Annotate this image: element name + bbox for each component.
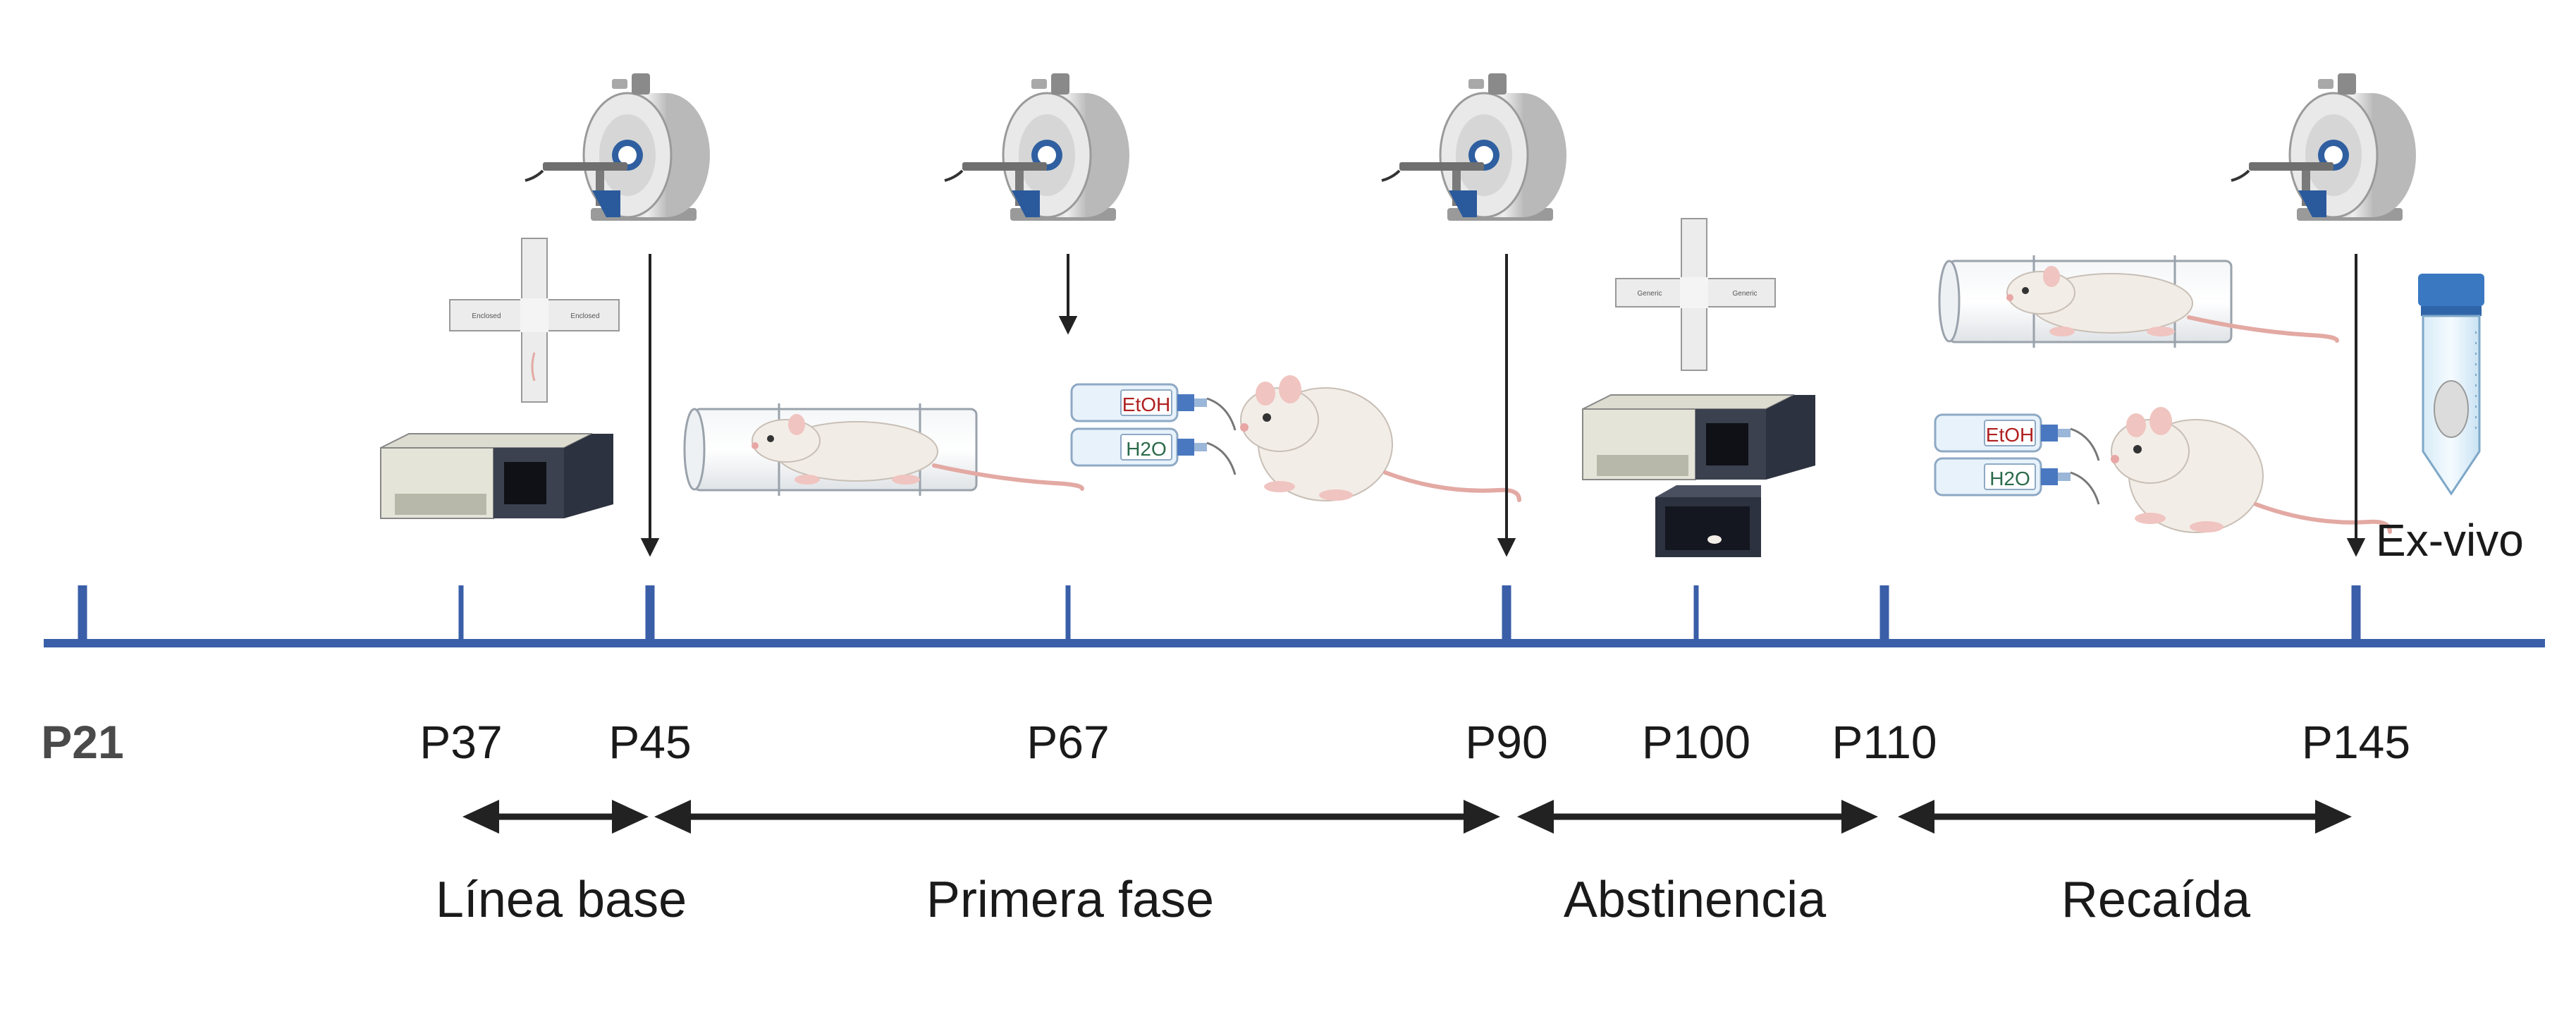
timepoint-label: P90 <box>1465 716 1547 768</box>
phase-label: Primera fase <box>926 872 1214 928</box>
down-arrow-head <box>1058 316 1078 335</box>
ethanol-bottle-label: EtOH <box>1986 424 2034 446</box>
timeline-axis <box>44 585 2545 647</box>
timepoint-label: P145 <box>2302 716 2410 768</box>
timepoint-label: P45 <box>608 716 691 768</box>
timepoint-label: P100 <box>1642 716 1750 768</box>
timepoint-label: P110 <box>1832 716 1937 768</box>
phase-arrow <box>462 800 649 834</box>
phase-arrow <box>1517 800 1878 834</box>
rat-icon <box>2111 407 2390 532</box>
down-arrow-head <box>1497 538 1516 557</box>
light-dark-box-icon <box>1582 394 1816 480</box>
restrained-rat-tube-icon <box>1939 255 2337 348</box>
mri-scanner-icon <box>1380 72 1568 222</box>
vertical-arrows <box>640 254 2366 557</box>
illustrations: Enclosed Enclosed EtOH H2O Generic Gener… <box>380 72 2484 557</box>
phase-label: Recaída <box>2061 872 2251 928</box>
phase-arrows: Línea base Primera fase Abstinencia Recaída <box>436 800 2352 928</box>
maze-arm-label: Enclosed <box>570 312 599 320</box>
mri-scanner-icon <box>943 72 1131 222</box>
elevated-plus-maze-icon: Generic Generic <box>1615 218 1776 371</box>
rat-icon <box>1240 375 1519 501</box>
water-bottle-label: H2O <box>1126 438 1167 460</box>
maze-arm-label: Enclosed <box>472 312 501 320</box>
light-dark-box-icon <box>380 433 614 519</box>
phase-label: Abstinencia <box>1564 872 1827 928</box>
falcon-tube-icon <box>2418 274 2484 496</box>
mri-scanner-icon <box>2230 72 2417 222</box>
phase-arrow <box>1898 800 2352 834</box>
timepoint-labels: P21 P37 P45 P67 P90 P100 P110 P145 <box>41 716 2410 768</box>
phase-arrow <box>654 800 1500 834</box>
ex-vivo-label: Ex-vivo <box>2376 515 2524 566</box>
elevated-plus-maze-icon: Enclosed Enclosed <box>449 238 620 403</box>
water-bottle-label: H2O <box>1989 468 2030 489</box>
two-bottle-choice: EtOH H2O <box>1934 407 2390 532</box>
two-bottle-choice: EtOH H2O <box>1070 375 1519 501</box>
maze-arm-label: Generic <box>1637 290 1662 298</box>
ethanol-bottle-label: EtOH <box>1122 394 1170 415</box>
down-arrow-head <box>2346 538 2366 557</box>
dark-box-icon <box>1655 485 1761 557</box>
restrained-rat-tube-icon <box>685 403 1082 496</box>
timepoint-label: P37 <box>419 716 502 768</box>
phase-label: Línea base <box>436 872 687 928</box>
mri-scanner-icon <box>524 72 711 222</box>
timepoint-label: P21 <box>41 716 123 768</box>
maze-arm-label: Generic <box>1732 290 1757 298</box>
timepoint-label: P67 <box>1026 716 1109 768</box>
down-arrow-head <box>640 538 660 557</box>
